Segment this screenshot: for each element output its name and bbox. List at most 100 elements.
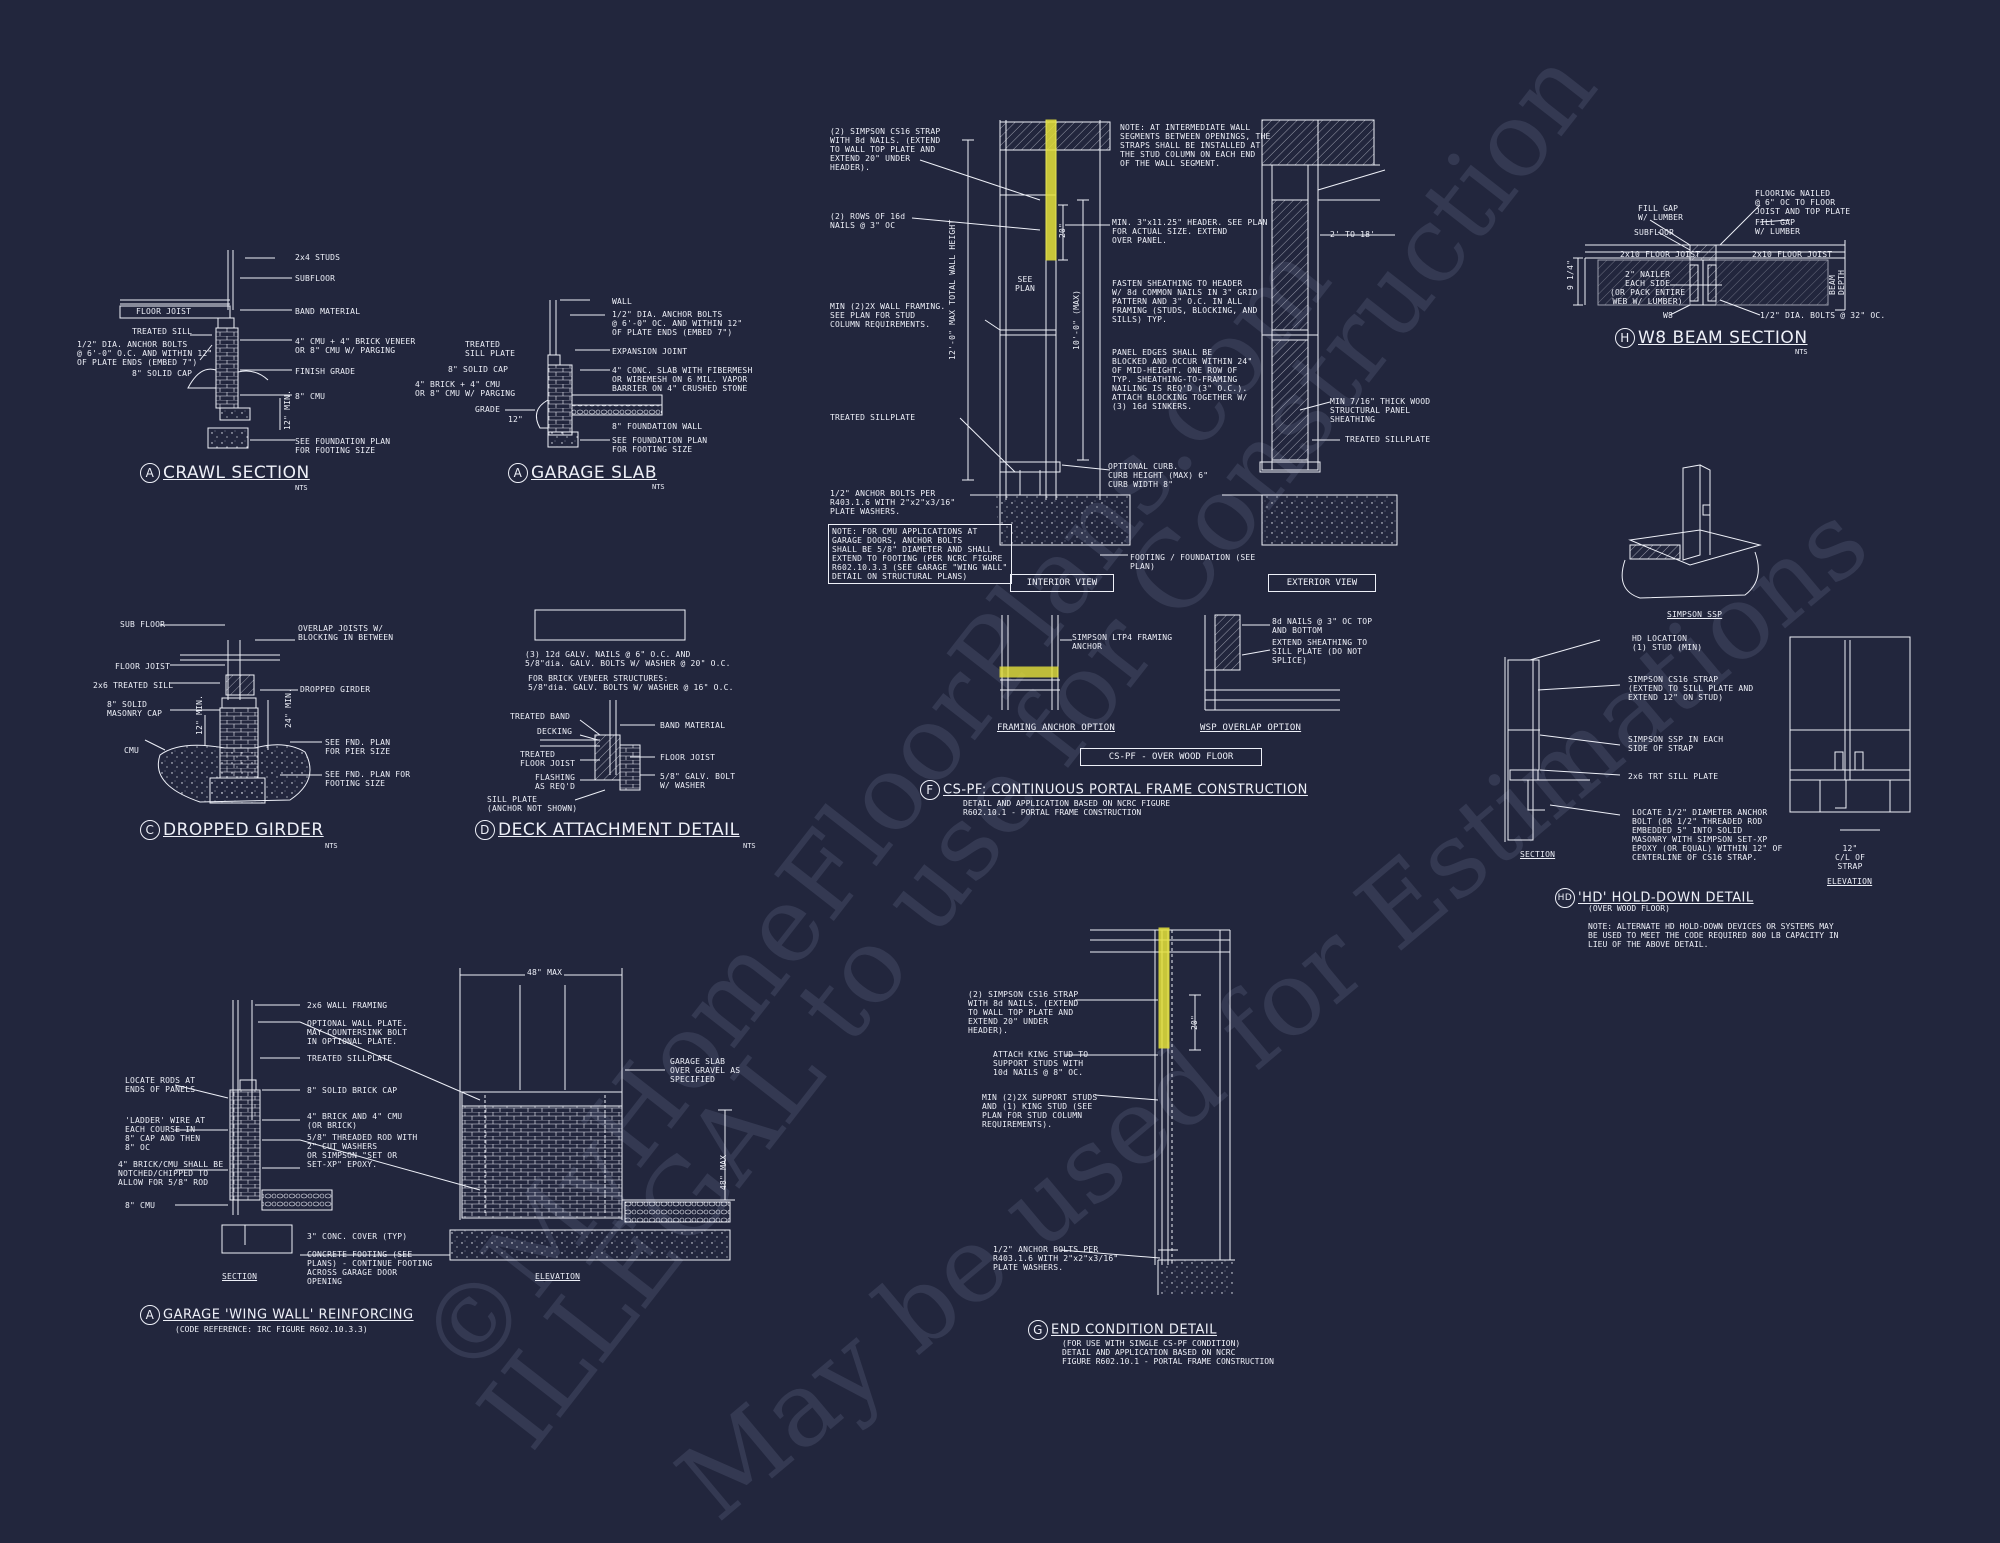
portal-label-d20: 20" — [1058, 222, 1067, 238]
end-condition-marker: G — [1028, 1320, 1048, 1340]
hd-label-strap: SIMPSON CS16 STRAP (EXTEND TO SILL PLATE… — [1628, 675, 1754, 702]
crawl-label-floor-joist: FLOOR JOIST — [136, 307, 192, 316]
wing-label-cmu: 8" CMU — [125, 1201, 156, 1210]
portal-label-strap: (2) SIMPSON CS16 STRAP WITH 8d NAILS. (E… — [830, 127, 941, 172]
deck-label-flashing: FLASHING AS REQ'D — [535, 773, 576, 791]
wing-dim-width: 48" MAX — [525, 968, 565, 977]
portal-framing-anchor: FRAMING ANCHOR OPTION — [997, 723, 1115, 733]
wing-label-sill: TREATED SILLPLATE — [307, 1054, 393, 1063]
end-condition-subtitle: (FOR USE WITH SINGLE CS-PF CONDITION) DE… — [1062, 1339, 1274, 1366]
crawl-section-nts: NTS — [295, 484, 308, 492]
portal-label-framing: MIN (2)2X WALL FRAMING. SEE PLAN FOR STU… — [830, 302, 946, 329]
hold-down-subtitle: (OVER WOOD FLOOR) — [1588, 904, 1670, 913]
hold-down-title: HD'HD' HOLD-DOWN DETAIL — [1555, 888, 1754, 908]
end-condition-drawing — [1060, 928, 1235, 1295]
end-label-strap: (2) SIMPSON CS16 STRAP WITH 8d NAILS. (E… — [968, 990, 1079, 1035]
crawl-section-marker: A — [140, 463, 160, 483]
portal-label-rows: (2) ROWS OF 16d NAILS @ 3" OC — [830, 212, 906, 230]
wing-wall-marker: A — [140, 1305, 160, 1325]
deck-label-band: TREATED BAND — [510, 712, 571, 721]
girder-label-overlap: OVERLAP JOISTS W/ BLOCKING IN BETWEEN — [298, 624, 394, 642]
slab-label-footing: SEE FOUNDATION PLAN FOR FOOTING SIZE — [612, 436, 708, 454]
wing-label-rod: 5/8" THREADED ROD WITH 2" CUT WASHERS OR… — [307, 1133, 418, 1169]
girder-label-sill: 2x6 TREATED SILL — [93, 681, 174, 690]
girder-label-pier: SEE FND. PLAN FOR PIER SIZE — [325, 738, 391, 756]
portal-label-wood: MIN 7/16" THICK WOOD STRUCTURAL PANEL SH… — [1330, 397, 1431, 424]
girder-label-girder: DROPPED GIRDER — [300, 685, 371, 694]
girder-label-footing: SEE FND. PLAN FOR FOOTING SIZE — [325, 770, 411, 788]
crawl-label-cap: 8" SOLID CAP — [132, 369, 193, 378]
crawl-label-band: BAND MATERIAL — [295, 307, 361, 316]
wing-label-footing: CONCRETE FOOTING (SEE PLANS) - CONTINUE … — [307, 1250, 433, 1286]
girder-label-cap: 8" SOLID MASONRY CAP — [107, 700, 163, 718]
slab-label-cap: 8" SOLID CAP — [448, 365, 509, 374]
slab-label-wall: WALL — [612, 297, 633, 306]
wing-label-plate: OPTIONAL WALL PLATE. MAY COUNTERSINK BOL… — [307, 1019, 408, 1046]
wing-wall-subtitle: (CODE REFERENCE: IRC FIGURE R602.10.3.3) — [175, 1325, 368, 1334]
crawl-label-sill: TREATED SILL — [132, 327, 193, 336]
wing-label-rods: LOCATE RODS AT ENDS OF PANELS — [125, 1076, 196, 1094]
crawl-label-footing: SEE FOUNDATION PLAN FOR FOOTING SIZE — [295, 437, 391, 455]
deck-label-floor-joist: FLOOR JOIST — [660, 753, 716, 762]
beam-label-w8: W8 — [1663, 311, 1674, 320]
portal-note-cmu-box: NOTE: FOR CMU APPLICATIONS AT GARAGE DOO… — [828, 524, 1012, 584]
deck-attachment-nts: NTS — [743, 842, 756, 850]
dropped-girder-drawing — [145, 625, 322, 803]
girder-label-cmu: CMU — [124, 746, 140, 755]
deck-label-band-mat: BAND MATERIAL — [660, 721, 726, 730]
end-label-support: MIN (2)2X SUPPORT STUDS AND (1) KING STU… — [982, 1093, 1098, 1129]
deck-attachment-marker: D — [475, 820, 495, 840]
hd-label-sill: 2x6 TRT SILL PLATE — [1628, 772, 1719, 781]
w8-beam-marker: H — [1615, 328, 1635, 348]
crawl-label-cmu: 8" CMU — [295, 392, 326, 401]
wing-label-brick-cmu: 4" BRICK AND 4" CMU (OR BRICK) — [307, 1112, 403, 1130]
portal-label-anchor: 1/2" ANCHOR BOLTS PER R403.1.6 WITH 2"x2… — [830, 489, 956, 516]
portal-label-sillplate: TREATED SILLPLATE — [830, 413, 916, 422]
slab-label-brick: 4" BRICK + 4" CMU OR 8" CMU W/ PARGING — [415, 380, 516, 398]
wing-label-cover: 3" CONC. COVER (TYP) — [307, 1232, 408, 1241]
crawl-label-studs: 2x4 STUDS — [295, 253, 341, 262]
hd-label-cl: 12" C/L OF STRAP — [1835, 844, 1866, 871]
slab-label-sill: TREATED SILL PLATE — [465, 340, 516, 358]
wing-label-notch: 4" BRICK/CMU SHALL BE NOTCHED/CHIPPED TO… — [118, 1160, 224, 1187]
slab-label-fwall: 8" FOUNDATION WALL — [612, 422, 703, 431]
crawl-label-min: 12" MIN. — [283, 389, 292, 430]
portal-label-ltp4: SIMPSON LTP4 FRAMING ANCHOR — [1072, 633, 1173, 651]
portal-label-footing: FOOTING / FOUNDATION (SEE PLAN) — [1130, 553, 1256, 571]
garage-slab-nts: NTS — [652, 483, 665, 491]
crawl-section-drawing — [120, 250, 295, 448]
garage-slab-marker: A — [508, 463, 528, 483]
slab-label-anchor: 1/2" DIA. ANCHOR BOLTS @ 6'-0" OC. AND W… — [612, 310, 743, 337]
portal-label-max: 10'-0" (MAX) — [1072, 289, 1081, 350]
beam-label-joist-l: 2x10 FLOOR JOIST — [1620, 250, 1701, 259]
girder-label-min2: 12" MIN. — [195, 694, 204, 735]
hd-simpson-ssp: SIMPSON SSP — [1667, 610, 1723, 619]
slab-label-dim: 12" — [508, 415, 524, 424]
slab-label-joint: EXPANSION JOINT — [612, 347, 688, 356]
portal-label-tsill: TREATED SILLPLATE — [1345, 435, 1431, 444]
beam-label-depth: BEAM DEPTH — [1828, 269, 1846, 295]
girder-label-floor-joist: FLOOR JOIST — [115, 662, 171, 671]
hold-down-note: NOTE: ALTERNATE HD HOLD-DOWN DEVICES OR … — [1588, 922, 1839, 949]
beam-label-subfloor: SUBFLOOR — [1634, 228, 1675, 237]
deck-label-brick: FOR BRICK VENEER STRUCTURES: 5/8"dia. GA… — [528, 674, 734, 692]
deck-label-sill: SILL PLATE (ANCHOR NOT SHOWN) — [487, 795, 578, 813]
slab-label-grade: GRADE — [475, 405, 501, 414]
end-label-king: ATTACH KING STUD TO SUPPORT STUDS WITH 1… — [993, 1050, 1089, 1077]
wing-label-ladder: 'LADDER' WIRE AT EACH COURSE IN 8" CAP A… — [125, 1116, 206, 1152]
beam-label-nailed: FLOORING NAILED @ 6" OC TO FLOOR JOIST A… — [1755, 189, 1851, 216]
portal-label-height: 12'-0" MAX TOTAL WALL HEIGHT — [948, 219, 957, 360]
deck-label-bolt: 5/8" GALV. BOLT W/ WASHER — [660, 772, 736, 790]
drawing-linework — [0, 0, 2000, 1295]
dropped-girder-nts: NTS — [325, 842, 338, 850]
beam-label-fill2: FILL GAP W/ LUMBER — [1755, 218, 1801, 236]
beam-label-fill: FILL GAP W/ LUMBER — [1638, 204, 1684, 222]
wing-wall-drawing — [145, 968, 735, 1280]
portal-label-note-int: NOTE: AT INTERMEDIATE WALL SEGMENTS BETW… — [1120, 123, 1271, 168]
wing-elevation-label: ELEVATION — [535, 1272, 581, 1281]
